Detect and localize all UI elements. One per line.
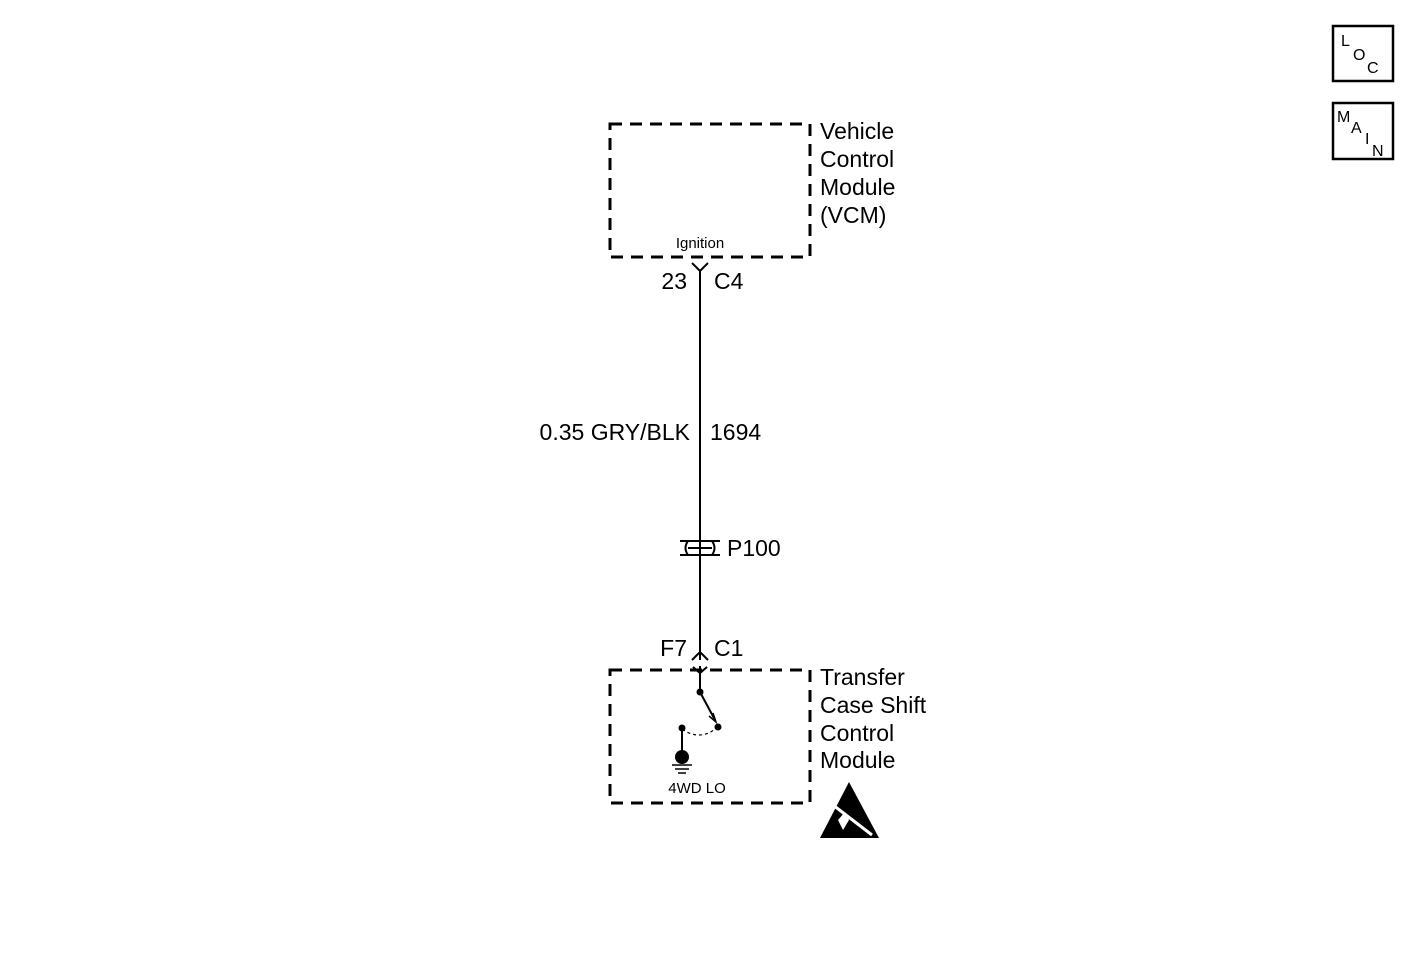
main-letter-m: M [1337,109,1350,126]
main-letter-i: I [1365,131,1369,148]
vcm-connector-symbol [691,262,709,273]
wire-circuit-number: 1694 [710,419,761,445]
ground-icon [672,750,692,774]
main-letter-n: N [1372,143,1384,160]
switch-4wd-lo-label: 4WD LO [668,780,726,797]
tcscm-module-box [608,668,812,805]
tcscm-name-line-4: Module [820,747,895,773]
loc-letter-c: C [1367,60,1379,77]
tcscm-pin-number: F7 [660,635,687,661]
loc-letter-o: O [1353,47,1365,64]
loc-button[interactable]: L O C [1331,24,1395,83]
splice-pack-symbol [680,540,720,556]
main-letter-a: A [1351,120,1362,137]
vcm-module-box [608,122,812,259]
splice-label: P100 [727,535,781,561]
vcm-name-line-1: Vehicle [820,118,894,144]
main-button[interactable]: M A I N [1331,101,1395,161]
tcscm-connector-symbol [691,650,709,661]
vcm-name-line-2: Control [820,146,894,172]
esd-warning-icon [820,782,879,838]
vcm-connector-id: C4 [714,268,744,294]
vcm-pin-number: 23 [661,268,687,294]
tcscm-name-line-3: Control [820,720,894,746]
wire-gauge-color: 0.35 GRY/BLK [540,419,691,445]
vcm-name-line-3: Module [820,174,895,200]
vcm-name-line-4: (VCM) [820,202,886,228]
internal-switch-symbol [678,666,722,752]
loc-letter-l: L [1341,33,1350,50]
vcm-ignition-label: Ignition [676,235,724,252]
tcscm-connector-id: C1 [714,635,743,661]
tcscm-name-line-2: Case Shift [820,692,927,718]
tcscm-name-line-1: Transfer [820,664,905,690]
